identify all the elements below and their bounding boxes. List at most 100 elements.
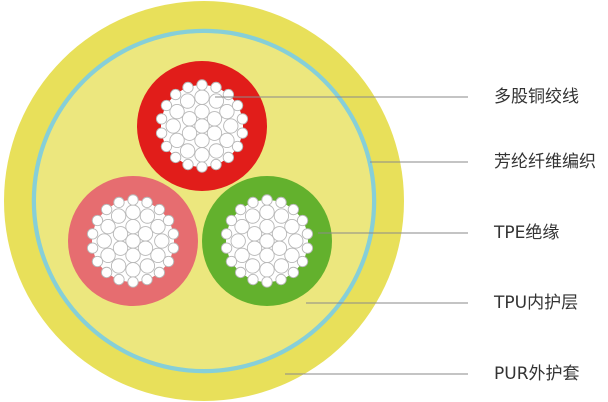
copper-wire-strand bbox=[284, 247, 300, 264]
copper-wire-strand bbox=[301, 228, 314, 240]
copper-wire-strand bbox=[220, 242, 233, 254]
copper-wire-strand bbox=[296, 214, 309, 227]
copper-wire-strand bbox=[160, 140, 173, 153]
copper-wire-strand bbox=[194, 132, 210, 149]
copper-wire-strand bbox=[244, 208, 261, 224]
copper-wire-strand bbox=[169, 88, 182, 101]
copper-wire-strand bbox=[196, 161, 208, 173]
copper-wire-strand bbox=[153, 203, 166, 216]
copper-wire-strand bbox=[259, 204, 275, 220]
copper-wire-strand bbox=[127, 276, 139, 288]
copper-wire-strand bbox=[169, 132, 185, 149]
copper-wire-strand bbox=[194, 89, 210, 105]
copper-wire-strand bbox=[273, 258, 290, 274]
copper-wire-strand bbox=[110, 208, 127, 224]
copper-wire-strand bbox=[179, 143, 196, 159]
copper-wire-strand bbox=[125, 233, 141, 249]
copper-wire-strand bbox=[160, 99, 173, 112]
copper-wire-strand bbox=[125, 247, 141, 264]
copper-wire-strand bbox=[139, 258, 156, 274]
copper-wire-strand bbox=[220, 228, 233, 240]
copper-wire-strand bbox=[296, 255, 309, 268]
label-copper-strands: 多股铜绞线 bbox=[494, 87, 579, 107]
copper-wire-strand bbox=[137, 226, 154, 242]
copper-wire-strand bbox=[91, 214, 104, 227]
copper-wire-strand bbox=[181, 111, 198, 127]
label-tpu-inner-sheath: TPU内护层 bbox=[494, 293, 579, 313]
copper-wire-strand bbox=[182, 158, 194, 171]
copper-wire-strand bbox=[153, 266, 166, 279]
copper-wire-strand bbox=[208, 143, 225, 159]
copper-wire-strand bbox=[259, 262, 275, 278]
copper-wire-strand bbox=[275, 196, 287, 209]
copper-wire-strand bbox=[206, 125, 223, 141]
copper-wire-strand bbox=[196, 79, 208, 91]
copper-wire-strand bbox=[162, 214, 175, 227]
copper-wire-strand bbox=[287, 266, 300, 279]
copper-wire-strand bbox=[127, 194, 139, 206]
copper-wire-strand bbox=[222, 151, 235, 164]
copper-wire-strand bbox=[165, 118, 181, 134]
copper-wire-strand bbox=[271, 240, 288, 256]
copper-wire-strand bbox=[206, 111, 223, 127]
label-pur-outer-sheath: PUR外护套 bbox=[494, 364, 580, 384]
copper-wire-strand bbox=[112, 226, 129, 242]
copper-wire-strand bbox=[100, 203, 113, 216]
copper-wire-strand bbox=[155, 113, 168, 125]
copper-wire-strand bbox=[223, 118, 239, 134]
copper-wire-strand bbox=[208, 93, 225, 109]
copper-wire-strand bbox=[234, 247, 250, 264]
copper-wire-strand bbox=[259, 218, 275, 235]
copper-wire-strand bbox=[219, 103, 235, 120]
copper-wire-strand bbox=[247, 196, 259, 209]
copper-wire-strand bbox=[150, 218, 166, 235]
copper-wire-strand bbox=[234, 266, 247, 279]
copper-wire-strand bbox=[162, 255, 175, 268]
copper-wire-strand bbox=[287, 203, 300, 216]
copper-wire-strand bbox=[167, 242, 180, 254]
copper-wire-strand bbox=[236, 113, 249, 125]
copper-wire-strand bbox=[91, 255, 104, 268]
copper-wire-strand bbox=[231, 99, 244, 112]
aramid-braid-ring bbox=[31, 28, 377, 374]
copper-wire-strand bbox=[222, 88, 235, 101]
copper-wire-strand bbox=[86, 228, 99, 240]
copper-wire-strand bbox=[210, 81, 222, 94]
copper-wire-strand bbox=[225, 214, 238, 227]
copper-wire-strand bbox=[100, 218, 116, 235]
label-tpe-insulation: TPE绝缘 bbox=[494, 223, 560, 243]
copper-wire-strand bbox=[100, 247, 116, 264]
copper-wire-strand bbox=[137, 240, 154, 256]
copper-wire-strand bbox=[113, 273, 125, 286]
copper-wire-strand bbox=[139, 208, 156, 224]
copper-wire-strand bbox=[261, 276, 273, 288]
copper-wire-strand bbox=[150, 247, 166, 264]
copper-wire-strand bbox=[112, 240, 129, 256]
copper-wire-strand bbox=[236, 127, 249, 139]
copper-wire-strand bbox=[246, 226, 263, 242]
copper-wire-strand bbox=[234, 218, 250, 235]
label-aramid-braid: 芳纶纤维编织 bbox=[494, 152, 596, 172]
copper-wire-strand bbox=[271, 226, 288, 242]
copper-wire-strand bbox=[301, 242, 314, 254]
copper-wire-strand bbox=[141, 196, 153, 209]
copper-wire-strand bbox=[182, 81, 194, 94]
copper-wire-strand bbox=[225, 255, 238, 268]
copper-wire-strand bbox=[288, 233, 304, 249]
copper-wire-strand bbox=[219, 132, 235, 149]
copper-wire-strand bbox=[86, 242, 99, 254]
copper-wire-strand bbox=[247, 273, 259, 286]
copper-wire-strand bbox=[169, 103, 185, 120]
copper-wire-strand bbox=[244, 258, 261, 274]
copper-wire-strand bbox=[141, 273, 153, 286]
copper-wire-strand bbox=[125, 262, 141, 278]
copper-wire-strand bbox=[273, 208, 290, 224]
copper-wire-strand bbox=[194, 103, 210, 120]
copper-wire-strand bbox=[100, 266, 113, 279]
copper-strands-red-core bbox=[155, 79, 249, 173]
copper-wire-strand bbox=[125, 218, 141, 235]
copper-wire-strand bbox=[154, 233, 170, 249]
copper-wire-strand bbox=[167, 228, 180, 240]
